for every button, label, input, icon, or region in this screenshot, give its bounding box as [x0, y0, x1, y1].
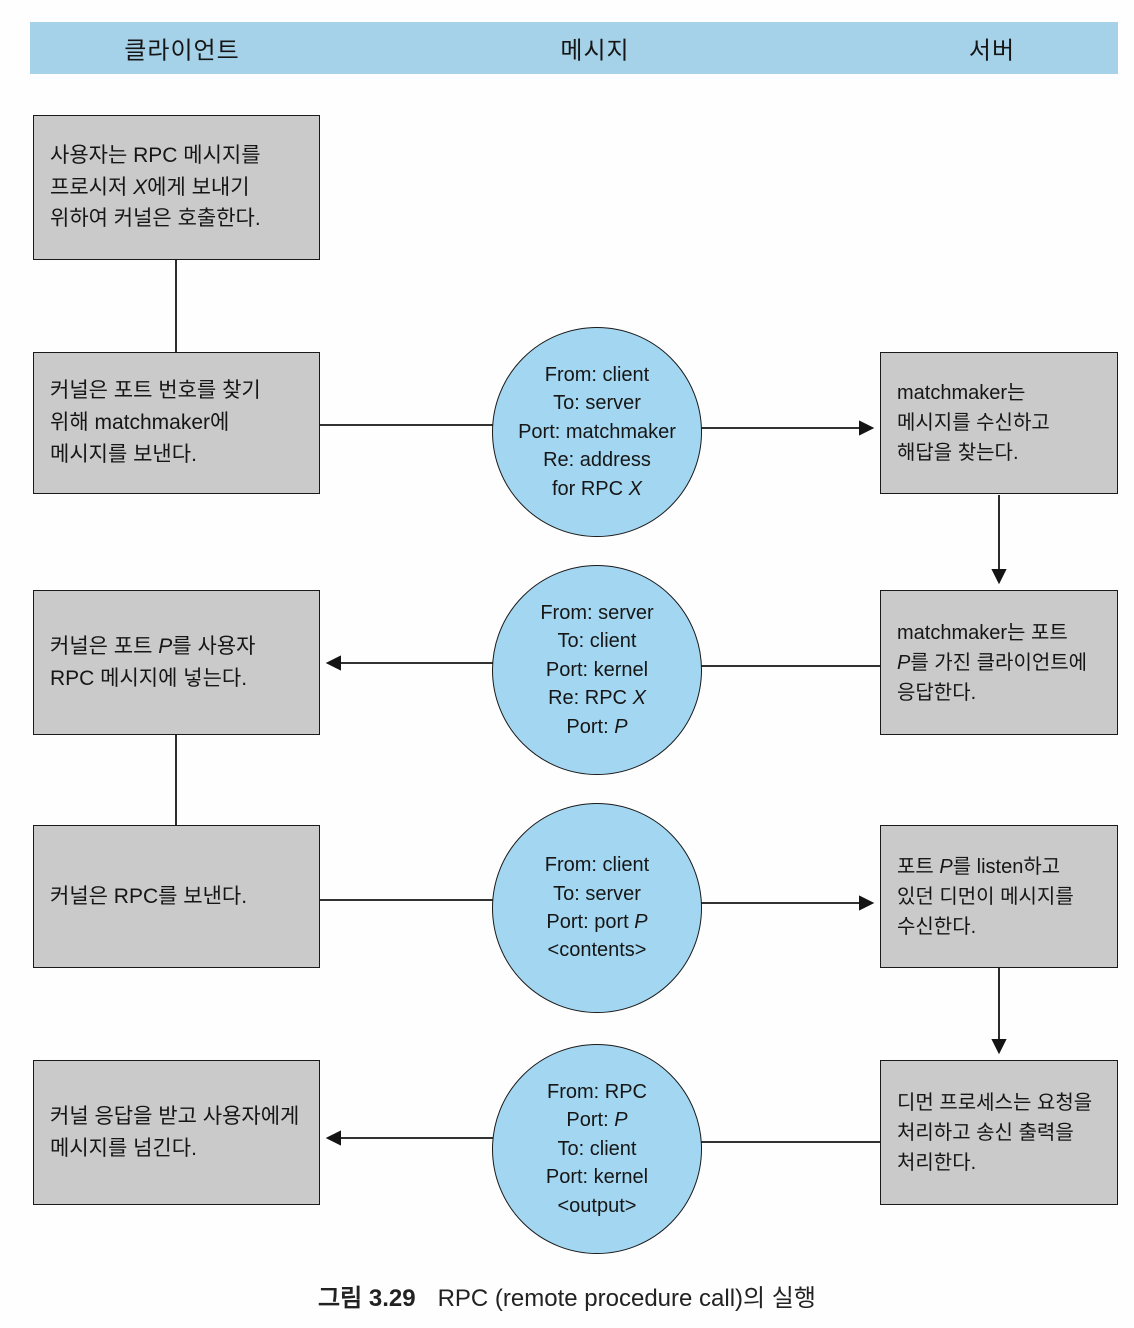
server-step-3-box: 포트 P를 listen하고 있던 디먼이 메시지를 수신한다.	[880, 825, 1118, 968]
message-3-text: From: client To: server Port: port P <co…	[544, 854, 650, 962]
client-step-2-text: 커널은 포트 번호를 찾기 위해 matchmaker에 메시지를 보낸다.	[50, 379, 261, 466]
client-step-4-text: 커널은 RPC를 보낸다.	[50, 884, 248, 908]
message-4-circle: From: RPC Port: P To: client Port: kerne…	[492, 1044, 702, 1254]
server-step-1-text: matchmaker는 메시지를 수신하고 해답을 찾는다.	[897, 382, 1050, 464]
server-step-4-text: 디먼 프로세스는 요청을 처리하고 송신 출력을 처리한다.	[897, 1091, 1093, 1174]
message-4-text: From: RPC Port: P To: client Port: kerne…	[545, 1081, 649, 1217]
figure-caption-text: RPC (remote procedure call)의 실행	[437, 1285, 816, 1312]
client-step-2-box: 커널은 포트 번호를 찾기 위해 matchmaker에 메시지를 보낸다.	[33, 352, 320, 494]
client-step-1-box: 사용자는 RPC 메시지를 프로시저 X에게 보내기 위하여 커널은 호출한다.	[33, 115, 320, 260]
figure-caption-number: 그림 3.29	[318, 1285, 416, 1312]
column-header-message: 메시지	[560, 37, 630, 65]
server-step-2-text: matchmaker는 포트 P를 가진 클라이언트에 응답한다.	[897, 621, 1088, 704]
server-step-4-box: 디먼 프로세스는 요청을 처리하고 송신 출력을 처리한다.	[880, 1060, 1118, 1205]
figure-caption: 그림 3.29 RPC (remote procedure call)의 실행	[0, 1278, 1134, 1313]
column-header-bar: 클라이언트 메시지 서버	[30, 22, 1118, 74]
server-step-2-box: matchmaker는 포트 P를 가진 클라이언트에 응답한다.	[880, 590, 1118, 735]
column-header-server: 서버	[968, 37, 1016, 65]
server-step-3-text: 포트 P를 listen하고 있던 디먼이 메시지를 수신한다.	[897, 855, 1074, 938]
message-2-text: From: server To: client Port: kernel Re:…	[540, 602, 654, 738]
client-step-5-box: 커널 응답을 받고 사용자에게 메시지를 넘긴다.	[33, 1060, 320, 1205]
message-2-circle: From: server To: client Port: kernel Re:…	[492, 565, 702, 775]
column-header-client: 클라이언트	[124, 37, 240, 65]
client-step-1-text: 사용자는 RPC 메시지를 프로시저 X에게 보내기 위하여 커널은 호출한다.	[50, 143, 261, 231]
message-3-circle: From: client To: server Port: port P <co…	[492, 803, 702, 1013]
client-step-3-box: 커널은 포트 P를 사용자 RPC 메시지에 넣는다.	[33, 590, 320, 735]
message-1-text: From: client To: server Port: matchmaker…	[518, 364, 676, 500]
client-step-3-text: 커널은 포트 P를 사용자 RPC 메시지에 넣는다.	[50, 634, 256, 690]
client-step-4-box: 커널은 RPC를 보낸다.	[33, 825, 320, 968]
server-step-1-box: matchmaker는 메시지를 수신하고 해답을 찾는다.	[880, 352, 1118, 494]
client-step-5-text: 커널 응답을 받고 사용자에게 메시지를 넘긴다.	[50, 1104, 300, 1160]
message-1-circle: From: client To: server Port: matchmaker…	[492, 327, 702, 537]
